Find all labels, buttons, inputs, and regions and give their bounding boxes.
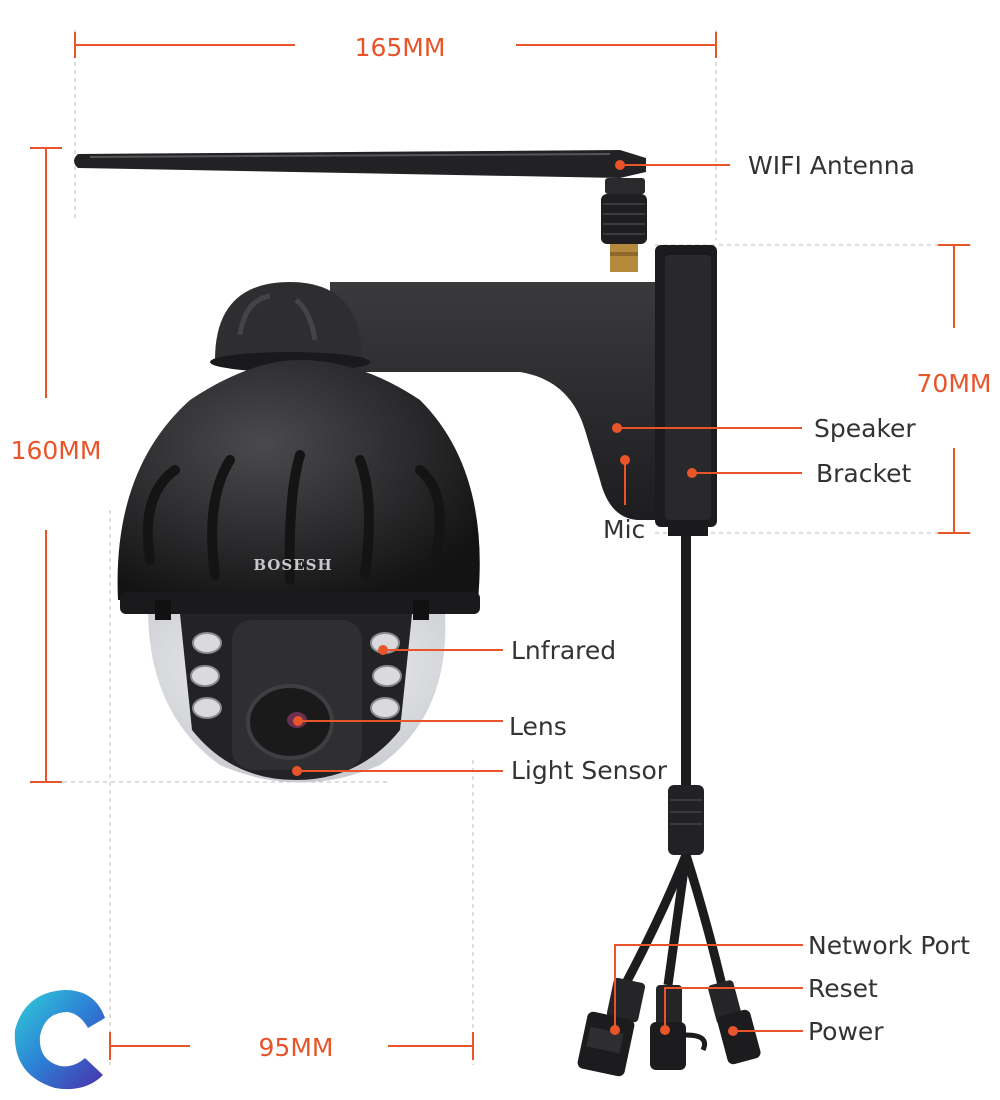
callout-dots xyxy=(292,160,738,1036)
label-speaker: Speaker xyxy=(814,414,916,443)
clear-dome xyxy=(148,600,446,783)
dimension-width-bottom: 95MM xyxy=(259,1033,334,1062)
label-reset: Reset xyxy=(808,974,878,1003)
dimension-width-top: 165MM xyxy=(355,33,446,62)
camera-device: BOSESH xyxy=(74,150,761,1077)
bracket-arm xyxy=(330,245,717,536)
reset-connector xyxy=(650,985,708,1070)
network-port-connector xyxy=(577,977,646,1077)
label-light-sensor: Light Sensor xyxy=(511,756,668,785)
label-infrared: Lnfrared xyxy=(511,636,616,665)
label-lens: Lens xyxy=(509,712,567,741)
label-wifi-antenna: WIFI Antenna xyxy=(748,151,915,180)
label-network-port: Network Port xyxy=(808,931,970,960)
dimension-height-left: 160MM xyxy=(11,436,102,465)
brand-label: BOSESH xyxy=(253,556,332,574)
wifi-antenna xyxy=(74,150,647,272)
infrared-leds xyxy=(190,632,402,719)
dimension-lines xyxy=(30,32,970,1060)
cable-assembly xyxy=(577,536,761,1077)
label-power: Power xyxy=(808,1017,884,1046)
brand-logo-icon xyxy=(14,990,105,1090)
dimension-bracket-height: 70MM xyxy=(917,369,992,398)
power-connector xyxy=(708,980,761,1065)
guide-lines xyxy=(55,30,975,1065)
label-mic: Mic xyxy=(603,515,645,544)
dome-body: BOSESH xyxy=(117,360,480,614)
callout-lines xyxy=(297,164,803,1032)
label-bracket: Bracket xyxy=(816,459,911,488)
